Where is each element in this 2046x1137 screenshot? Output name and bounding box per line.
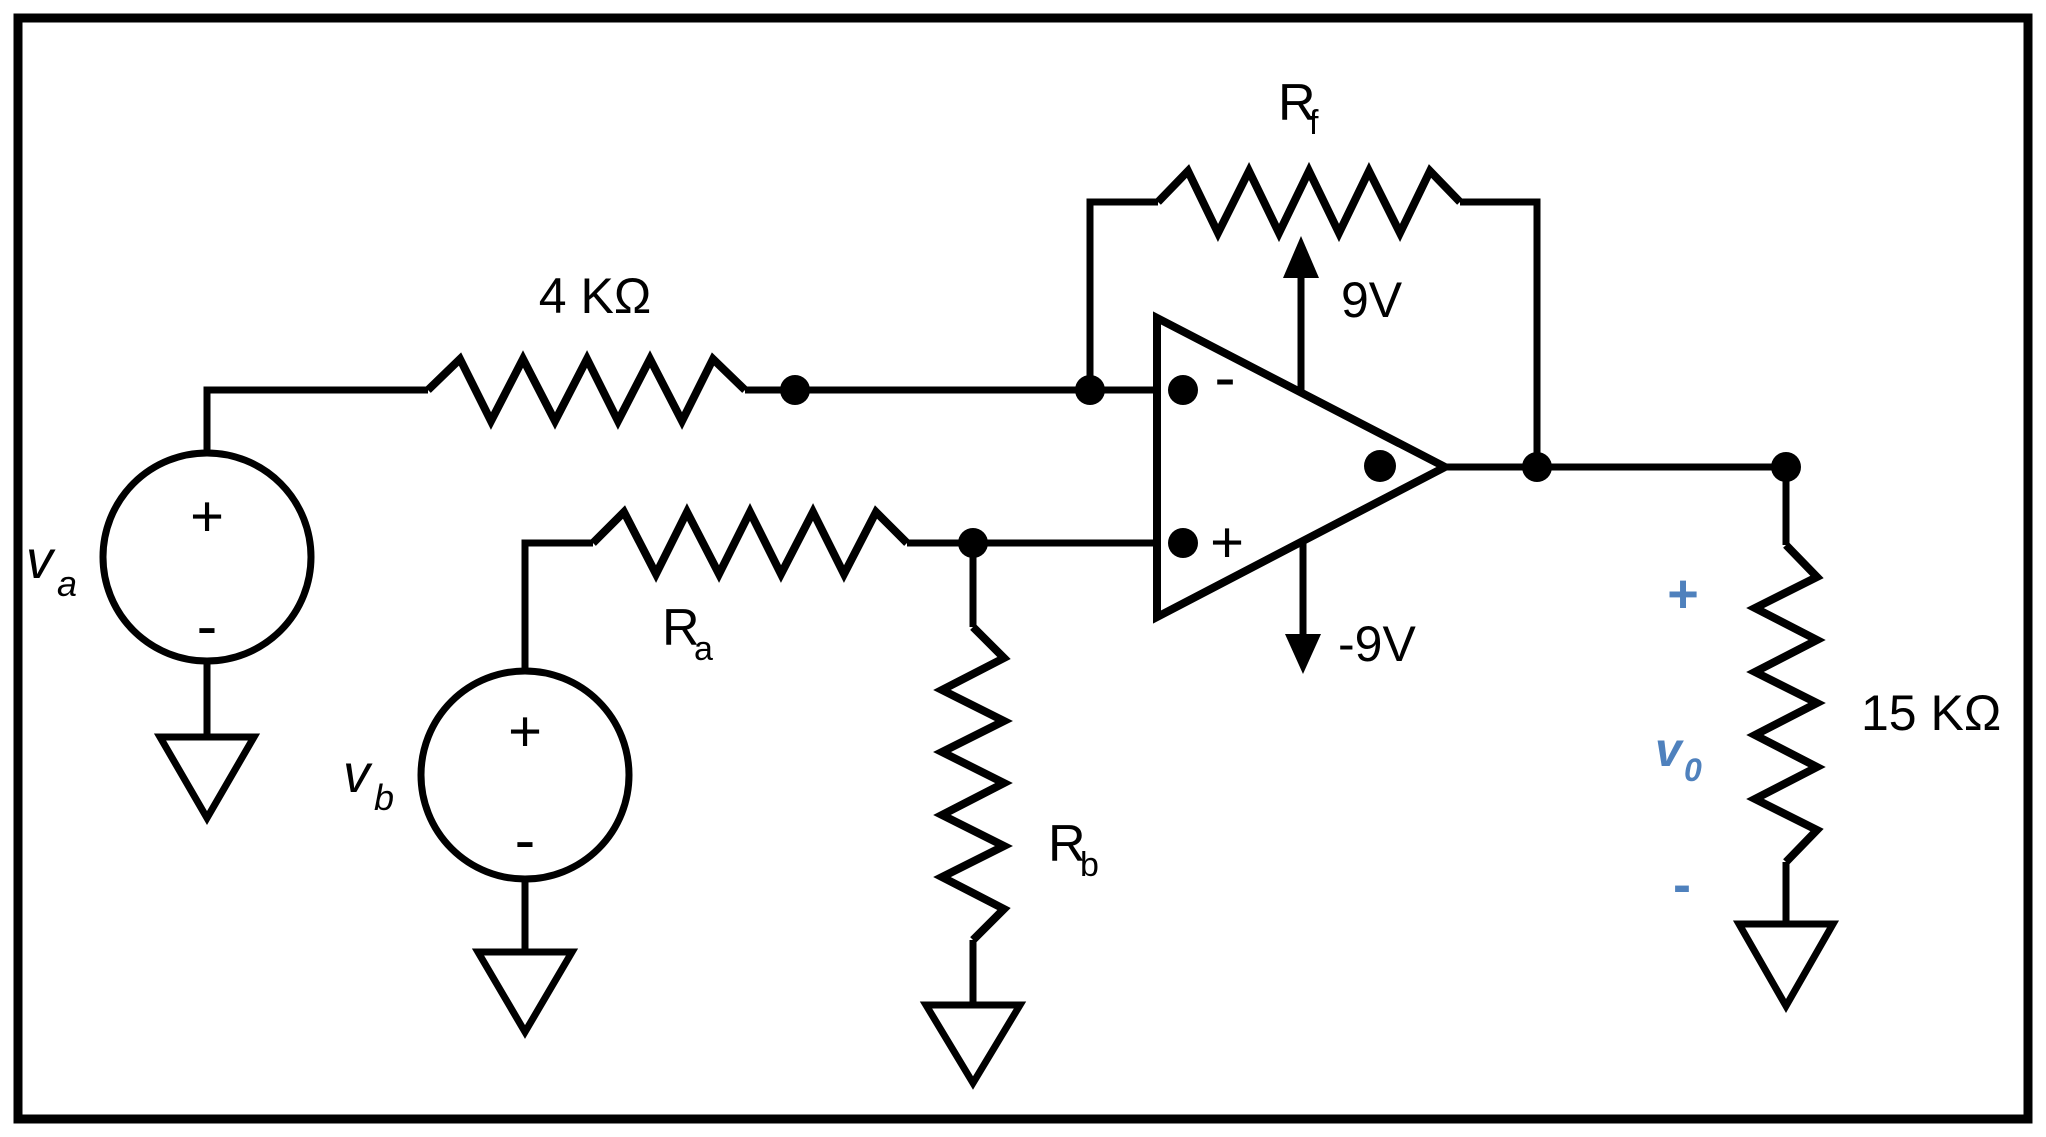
label-resistor-15k: 15 KΩ xyxy=(1861,685,2001,741)
label-supply-negative: -9V xyxy=(1338,616,1416,672)
label-resistor-rb-sub: b xyxy=(1080,846,1099,884)
wire-va-to-4k xyxy=(203,386,428,453)
sign-va-minus: - xyxy=(197,592,218,661)
label-source-vb-sub: b xyxy=(374,777,394,818)
ground-load-icon xyxy=(1732,920,1840,1014)
ground-va-icon xyxy=(153,733,261,825)
sign-vb-minus: - xyxy=(515,806,536,875)
wire-feedback-right xyxy=(1460,198,1541,467)
sign-output-minus: - xyxy=(1673,855,1691,915)
resistor-ra xyxy=(590,503,910,583)
resistor-rb xyxy=(933,624,1013,943)
label-resistor-4k: 4 KΩ xyxy=(539,268,651,324)
sign-output-plus: + xyxy=(1667,564,1699,624)
junction-dot-output-load xyxy=(1771,452,1801,482)
wire-vb-to-ra xyxy=(521,539,593,671)
label-resistor-rf-sub: f xyxy=(1309,104,1319,142)
diagram-frame xyxy=(13,13,2033,1124)
resistor-rf xyxy=(1155,161,1463,243)
label-source-va: v xyxy=(26,530,56,590)
label-output-vo-sub: 0 xyxy=(1684,752,1702,788)
label-output-vo: v xyxy=(1655,724,1684,777)
resistor-15k xyxy=(1746,542,1826,865)
resistor-4k xyxy=(425,350,748,430)
label-supply-positive: 9V xyxy=(1341,272,1403,328)
ground-vb-icon xyxy=(471,948,579,1039)
sign-opamp-noninverting: + xyxy=(1210,510,1244,575)
label-resistor-rf: R xyxy=(1278,74,1316,132)
label-source-vb: v xyxy=(343,744,373,804)
supply-negative-arrowhead-icon xyxy=(1285,634,1321,674)
source-va-circle xyxy=(99,449,315,665)
label-resistor-rb: R xyxy=(1048,815,1086,873)
junction-dot-4k-output xyxy=(780,375,810,405)
supply-positive-arrowhead-icon xyxy=(1283,236,1319,278)
sign-va-plus: + xyxy=(190,484,224,549)
label-resistor-ra: R xyxy=(662,599,700,657)
label-source-va-sub: a xyxy=(57,563,77,604)
wire-feedback-left xyxy=(1086,198,1158,390)
sign-opamp-inverting: - xyxy=(1214,341,1235,413)
junction-dot-ra-rb xyxy=(958,528,988,558)
junction-dot-noninverting-input xyxy=(1168,528,1198,558)
junction-dot-feedback xyxy=(1075,375,1105,405)
junction-dot-opamp-internal xyxy=(1364,450,1396,482)
sign-vb-plus: + xyxy=(508,699,542,764)
junction-dot-output-feedback xyxy=(1522,452,1552,482)
ground-rb-icon xyxy=(919,1001,1027,1090)
source-vb-circle xyxy=(417,667,633,883)
label-resistor-ra-sub: a xyxy=(694,630,713,668)
junction-dot-inverting-input xyxy=(1168,375,1198,405)
